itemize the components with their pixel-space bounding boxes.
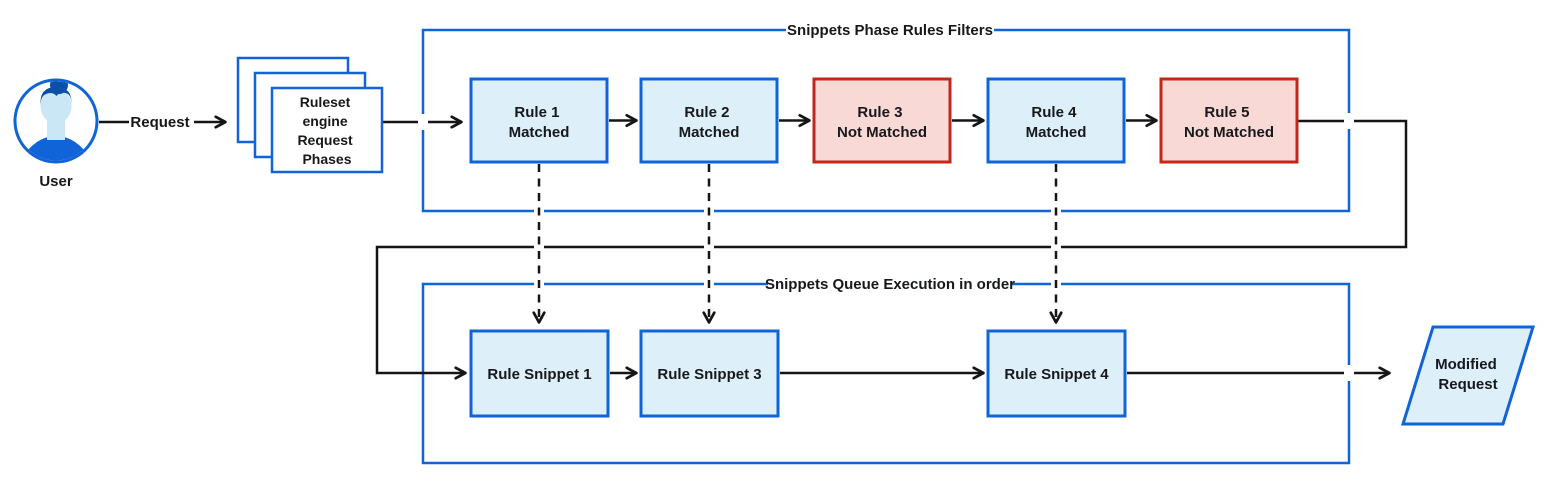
rule-2-status: Matched: [679, 124, 740, 141]
user-avatar-icon: [13, 78, 99, 164]
rule-1-box: Rule 1 Matched: [469, 77, 609, 164]
rule5-to-queue-routing-line: [375, 119, 1408, 380]
snippet-3-label: Rule Snippet 3: [657, 366, 761, 383]
rule-5-box: Rule 5 Not Matched: [1159, 77, 1299, 164]
snippet-4-label: Rule Snippet 4: [1004, 366, 1109, 383]
rule-1-status: Matched: [509, 124, 570, 141]
rule-5-status: Not Matched: [1184, 124, 1274, 141]
modified-request-shape: Modified Request: [1400, 325, 1536, 426]
svg-text:Rule 4 Matched: Rule 4 Matched: [1026, 104, 1087, 141]
modified-request-label: Modified Request: [1435, 356, 1501, 393]
ruleset-card-label: Ruleset engine Request Phases: [297, 94, 356, 167]
svg-text:Rule 1 Matched: Rule 1 Matched: [509, 104, 570, 141]
rule-2-name: Rule 2: [684, 104, 729, 121]
snippet-4-box: Rule Snippet 4: [986, 329, 1127, 418]
queue-section-title: Snippets Queue Execution in order: [765, 276, 1015, 293]
rule-3-name: Rule 3: [857, 104, 902, 121]
rule-4-name: Rule 4: [1031, 104, 1077, 121]
snippet-3-box: Rule Snippet 3: [639, 329, 780, 418]
ruleset-card-stack: Ruleset engine Request Phases: [236, 56, 384, 174]
filters-section-title: Snippets Phase Rules Filters: [787, 22, 993, 39]
snippet-1-box: Rule Snippet 1: [469, 329, 610, 418]
rule-2-box: Rule 2 Matched: [639, 77, 779, 164]
request-label: Request: [130, 114, 189, 131]
snippet-1-label: Rule Snippet 1: [487, 366, 591, 383]
ruleset-card-front: [270, 86, 384, 174]
rule-4-box: Rule 4 Matched: [986, 77, 1126, 164]
svg-text:Rule 2 Matched: Rule 2 Matched: [679, 104, 740, 141]
rule-3-status: Not Matched: [837, 124, 927, 141]
svg-text:Rule 5 Not Matched: Rule 5 Not Matched: [1184, 104, 1274, 141]
rule-5-name: Rule 5: [1204, 104, 1249, 121]
user-label: User: [39, 173, 73, 190]
svg-text:Rule 3 Not Matched: Rule 3 Not Matched: [837, 104, 927, 141]
rule-4-status: Matched: [1026, 124, 1087, 141]
rule-3-box: Rule 3 Not Matched: [812, 77, 952, 164]
rule-1-name: Rule 1: [514, 104, 559, 121]
